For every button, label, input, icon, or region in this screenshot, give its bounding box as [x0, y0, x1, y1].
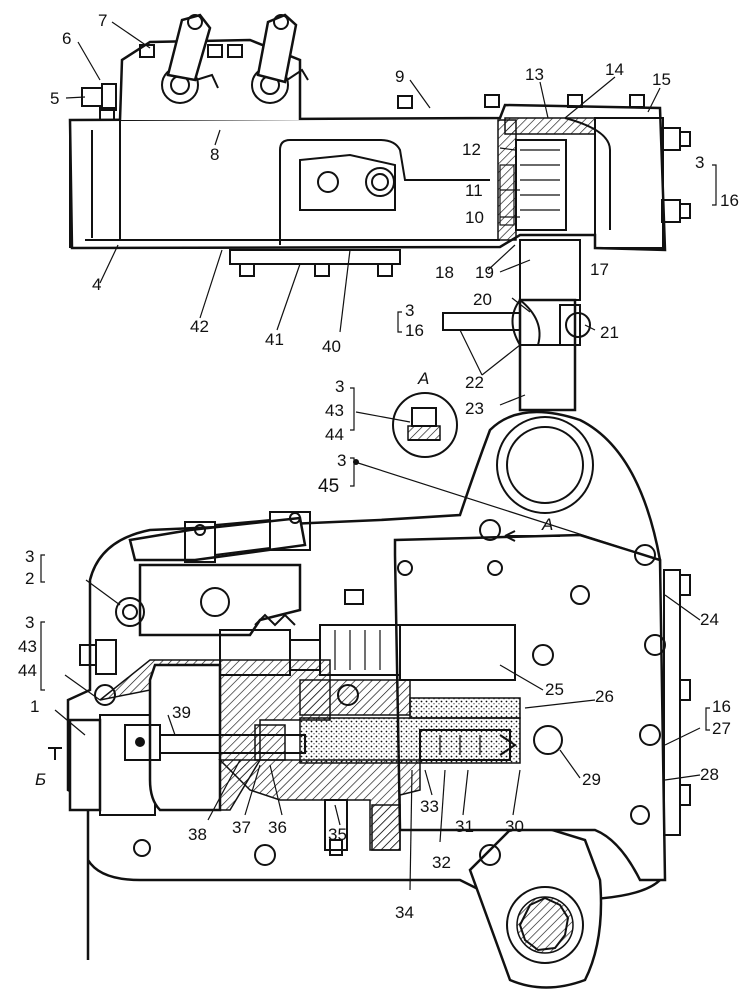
label-3-top: 3 [695, 153, 704, 172]
label-42: 42 [190, 317, 209, 336]
label-8: 8 [210, 145, 219, 164]
leader-lines [48, 21, 701, 891]
view-a-detail [392, 392, 458, 458]
label-29: 29 [582, 770, 601, 789]
linkage [128, 511, 311, 563]
label-15: 15 [652, 70, 671, 89]
label-45: 45 [318, 476, 339, 497]
label-14: 14 [605, 60, 624, 79]
label-6: 6 [62, 29, 71, 48]
label-23: 23 [465, 399, 484, 418]
label-40: 40 [322, 337, 341, 356]
label-32: 32 [432, 853, 451, 872]
callout-labels: 5 6 7 8 9 13 14 15 12 11 10 3 16 4 42 41… [18, 11, 739, 922]
arrow-a-mark: A [541, 515, 553, 534]
view-a-title: A [417, 369, 429, 388]
label-25: 25 [545, 680, 564, 699]
label-22: 22 [465, 373, 484, 392]
rocker-levers [81, 13, 309, 121]
bearing-ring [496, 416, 594, 514]
label-3-a: 3 [335, 377, 344, 396]
label-37: 37 [232, 818, 251, 837]
upper-assembly [68, 13, 691, 458]
label-4: 4 [92, 275, 101, 294]
label-33: 33 [420, 797, 439, 816]
label-20: 20 [473, 290, 492, 309]
label-38: 38 [188, 825, 207, 844]
label-27: 27 [712, 719, 731, 738]
housing-bolts [94, 519, 666, 866]
label-39: 39 [172, 703, 191, 722]
label-36: 36 [268, 818, 287, 837]
label-21: 21 [600, 323, 619, 342]
label-2: 2 [25, 569, 34, 588]
label-12: 12 [462, 140, 481, 159]
label-24: 24 [700, 610, 719, 629]
spline-hub [506, 886, 584, 964]
label-10: 10 [465, 208, 484, 227]
label-44-a: 44 [325, 425, 344, 444]
label-34: 34 [395, 903, 414, 922]
label-18: 18 [435, 263, 454, 282]
label-5: 5 [50, 89, 59, 108]
label-9: 9 [395, 67, 404, 86]
label-41: 41 [265, 330, 284, 349]
label-3-b: 3 [337, 451, 346, 470]
label-43-a: 43 [325, 401, 344, 420]
label-3-d: 3 [25, 613, 34, 632]
label-11: 11 [465, 181, 483, 200]
label-43: 43 [18, 637, 37, 656]
ram-and-fork [442, 239, 591, 412]
label-16-mid: 16 [405, 321, 424, 340]
label-3-c: 3 [25, 547, 34, 566]
label-16-bot: 16 [712, 697, 731, 716]
label-35: 35 [328, 825, 347, 844]
label-26: 26 [595, 687, 614, 706]
label-17: 17 [590, 260, 609, 279]
bottom-bolts [229, 249, 401, 277]
label-brackets [40, 164, 717, 731]
label-3-mid: 3 [405, 301, 414, 320]
label-28: 28 [700, 765, 719, 784]
section-b-mark: Б [35, 770, 46, 789]
top-bolts [99, 94, 645, 121]
label-44: 44 [18, 661, 37, 680]
label-16-top: 16 [720, 191, 739, 210]
label-19: 19 [475, 263, 494, 282]
label-30: 30 [505, 817, 524, 836]
label-31: 31 [455, 817, 474, 836]
label-13: 13 [525, 65, 544, 84]
lower-assembly [66, 410, 691, 989]
label-7: 7 [98, 11, 107, 30]
label-1: 1 [30, 697, 39, 716]
